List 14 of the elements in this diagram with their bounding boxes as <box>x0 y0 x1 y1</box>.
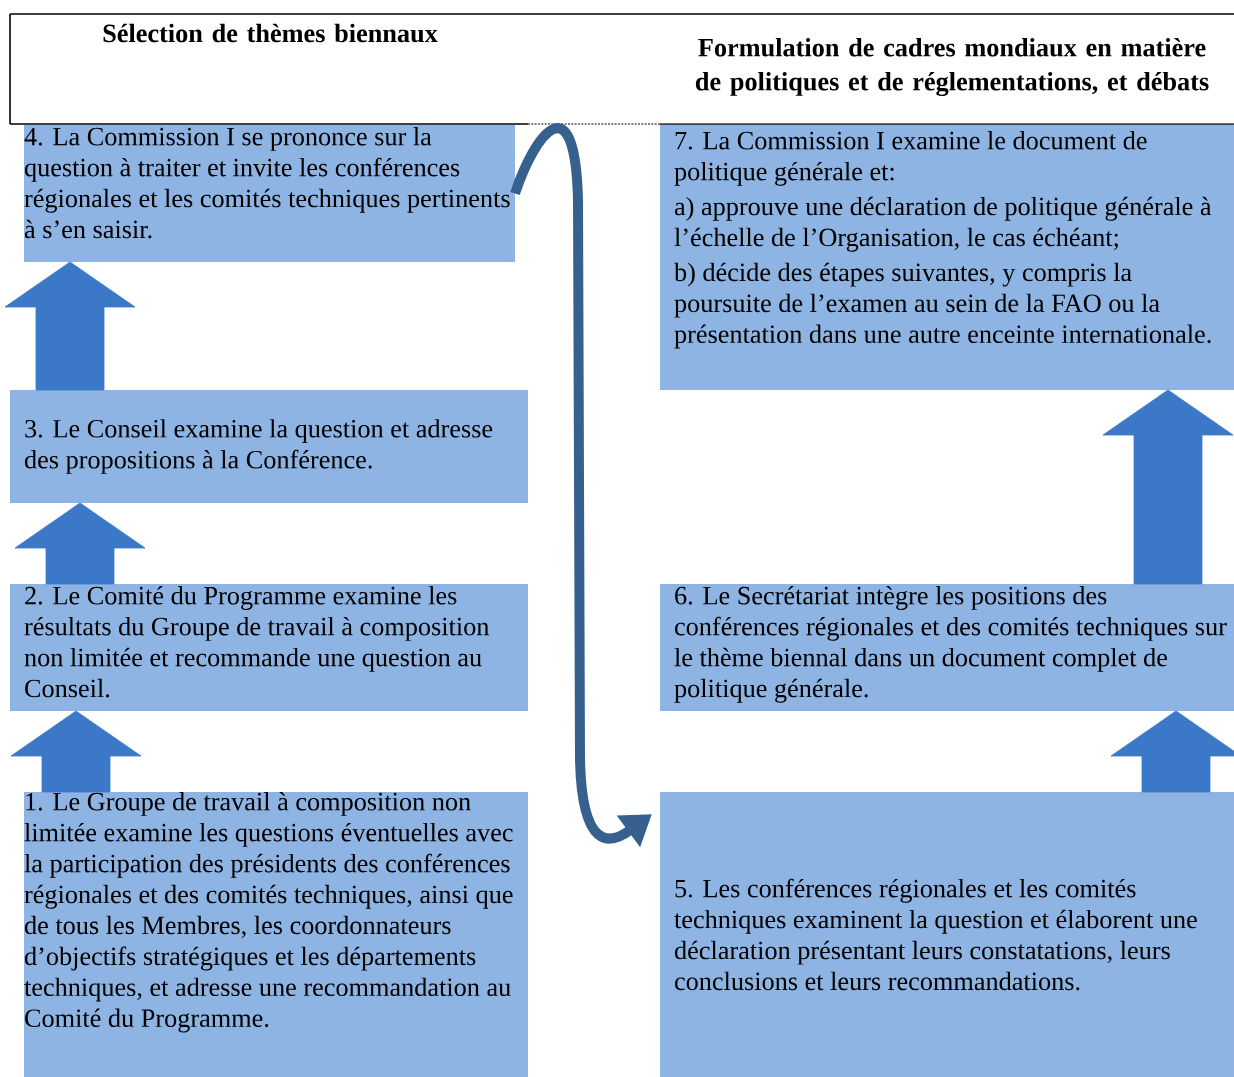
block-arrow <box>1110 710 1234 793</box>
text-box: 1. Le Groupe de travail à composition non limitée examine les questions éventuelles avec la participation des présidents des conférences régionales et des comités techniques, ainsi que de tous les Membres, les coordonnateurs d’objectifs stratégiques et les départements techniques, et adresse une recommandation au Comité du Programme. <box>24 792 528 1077</box>
text-box: 4. La Commission I se prononce sur la question à traiter et invite les conférences régionales et les comités techniques pertinents à s’en saisir. <box>24 125 515 262</box>
block-arrow <box>10 710 142 793</box>
text-box: 6. Le Secrétariat intègre les positions des conférences régionales et des comités techniques sur le thème biennal dans un document complet de politique générale. <box>660 584 1234 711</box>
block-arrow <box>1102 389 1234 585</box>
block-arrow <box>14 502 146 585</box>
column-heading: Sélection de thèmes biennaux <box>103 23 438 43</box>
column-heading: Formulation de cadres mondiaux en matière de politiques et de réglementations, et débats <box>695 37 1209 96</box>
text-box: 3. Le Conseil examine la question et adresse des propositions à la Conférence. <box>10 390 528 503</box>
text-box: 2. Le Comité du Programme examine les résultats du Groupe de travail à composition non limitée et recommande une question au Conseil. <box>10 584 528 711</box>
block-arrow <box>4 261 136 391</box>
text-box: 5. Les conférences régionales et les comités techniques examinent la question et élaborent une déclaration présentant leurs constatations, leurs conclusions et leurs recommandations. <box>660 792 1234 1077</box>
text-box: 7. La Commission I examine le document de politique générale et: a) approuve une déclaration de politique générale à l’échelle de l’Organisation, le cas échéant; b) décide des étapes suivantes, y compris la poursuite de l’examen au sein de la FAO ou la présentation dans une autre enceinte internationale. <box>660 125 1234 390</box>
